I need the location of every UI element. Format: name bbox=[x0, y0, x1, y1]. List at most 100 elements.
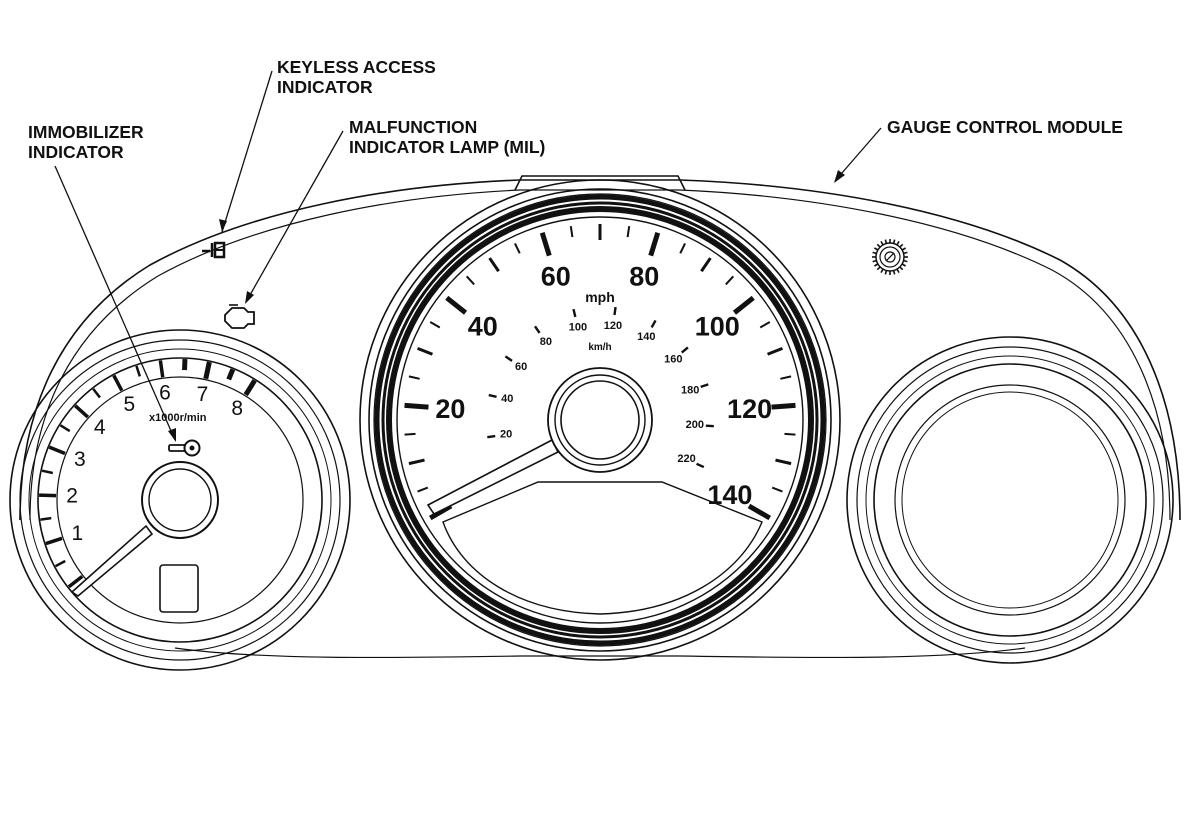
mph-label-60: 60 bbox=[541, 262, 571, 292]
mph-tick bbox=[514, 242, 521, 254]
mph-label-20: 20 bbox=[435, 394, 465, 424]
tach-tick-marks bbox=[39, 358, 257, 589]
mph-tick bbox=[679, 242, 686, 254]
tach-label-5: 5 bbox=[123, 393, 135, 416]
mph-label-140: 140 bbox=[707, 480, 752, 510]
mph-unit-label: mph bbox=[585, 289, 615, 305]
right-gauge bbox=[846, 336, 1174, 664]
callout-keyless-line1: KEYLESS ACCESS bbox=[277, 57, 436, 77]
tach-tick bbox=[59, 424, 71, 433]
mph-tick bbox=[775, 458, 792, 466]
tach-tick bbox=[54, 559, 66, 568]
tach-tick bbox=[112, 374, 124, 392]
speed-display-window bbox=[442, 481, 763, 615]
kmh-label-100: 100 bbox=[569, 322, 587, 334]
kmh-tick bbox=[487, 434, 496, 439]
tach-tick bbox=[74, 404, 90, 419]
mph-tick bbox=[771, 486, 783, 493]
tach-label-7: 7 bbox=[197, 383, 209, 406]
mph-tick bbox=[539, 231, 552, 257]
kmh-label-180: 180 bbox=[681, 384, 699, 396]
kmh-label-120: 120 bbox=[604, 320, 622, 332]
kmh-label-200: 200 bbox=[686, 419, 704, 431]
callout-gauge-control-module: GAUGE CONTROL MODULE bbox=[834, 117, 1123, 183]
kmh-label-60: 60 bbox=[515, 361, 527, 373]
callout-keyless-line2: INDICATOR bbox=[277, 77, 373, 97]
kmh-tick bbox=[700, 383, 709, 388]
mph-tick bbox=[626, 226, 631, 238]
mph-label-120: 120 bbox=[727, 394, 772, 424]
kmh-label-220: 220 bbox=[677, 453, 695, 465]
callout-immobilizer-line2: INDICATOR bbox=[28, 142, 124, 162]
mph-tick bbox=[417, 346, 433, 356]
tach-tick bbox=[40, 516, 52, 521]
tach-label-2: 2 bbox=[66, 485, 78, 508]
tach-tick bbox=[39, 493, 57, 498]
gear-seal-icon bbox=[872, 239, 908, 275]
mph-labels: 20 40 60 80 100 120 140 bbox=[435, 262, 772, 510]
tach-label-8: 8 bbox=[231, 397, 243, 420]
mph-tick-marks bbox=[404, 224, 796, 521]
callout-gauge-module: GAUGE CONTROL MODULE bbox=[887, 117, 1123, 137]
kmh-tick bbox=[488, 393, 497, 399]
mph-label-80: 80 bbox=[629, 262, 659, 292]
kmh-tick bbox=[696, 462, 705, 469]
mph-tick bbox=[784, 432, 796, 436]
tach-tick bbox=[41, 469, 54, 475]
tach-tick bbox=[203, 361, 212, 380]
kmh-label-40: 40 bbox=[501, 393, 513, 405]
mph-tick bbox=[780, 375, 792, 380]
tach-label-1: 1 bbox=[71, 522, 83, 545]
mph-tick bbox=[747, 503, 771, 521]
mph-tick bbox=[725, 275, 735, 286]
mph-tick bbox=[445, 295, 468, 315]
mph-tick bbox=[569, 226, 574, 238]
mph-tick bbox=[771, 402, 796, 410]
mph-label-100: 100 bbox=[695, 311, 740, 341]
callout-mil-line2: INDICATOR LAMP (MIL) bbox=[349, 137, 545, 157]
kmh-label-140: 140 bbox=[637, 331, 655, 343]
tach-tick bbox=[45, 536, 63, 546]
tach-label-3: 3 bbox=[74, 448, 86, 471]
kmh-tick bbox=[534, 325, 541, 334]
kmh-unit-label: km/h bbox=[588, 342, 611, 353]
kmh-tick-marks bbox=[487, 306, 714, 469]
mph-tick bbox=[404, 432, 416, 436]
speedo-needle bbox=[426, 438, 560, 516]
tach-display-window bbox=[159, 564, 199, 613]
mph-tick bbox=[417, 486, 429, 493]
mph-tick bbox=[732, 295, 755, 315]
mph-tick bbox=[759, 321, 771, 329]
immobilizer-key-icon bbox=[168, 439, 201, 457]
mph-tick bbox=[429, 321, 441, 329]
mph-tick bbox=[404, 402, 429, 410]
tach-tick bbox=[226, 368, 236, 381]
kmh-label-80: 80 bbox=[540, 336, 552, 348]
mph-tick bbox=[465, 275, 475, 286]
callout-mil: MALFUNCTION INDICATOR LAMP (MIL) bbox=[245, 117, 545, 304]
kmh-tick bbox=[504, 355, 513, 362]
mph-tick bbox=[700, 257, 712, 273]
mph-tick bbox=[488, 257, 500, 273]
callout-mil-line1: MALFUNCTION bbox=[349, 117, 477, 137]
kmh-tick bbox=[680, 346, 689, 354]
mph-tick bbox=[408, 458, 425, 466]
tach-unit-label: x1000r/min bbox=[149, 412, 207, 424]
tach-tick bbox=[48, 445, 66, 456]
tach-tick bbox=[92, 388, 101, 399]
tach-label-6: 6 bbox=[159, 382, 171, 405]
callout-immobilizer-line1: IMMOBILIZER bbox=[28, 122, 144, 142]
mph-tick bbox=[648, 231, 661, 257]
kmh-tick bbox=[650, 319, 657, 329]
mph-label-40: 40 bbox=[468, 311, 498, 341]
tach-tick bbox=[67, 574, 84, 589]
kmh-label-160: 160 bbox=[664, 354, 682, 366]
callout-keyless-access: KEYLESS ACCESS INDICATOR bbox=[219, 57, 436, 233]
callout-immobilizer: IMMOBILIZER INDICATOR bbox=[28, 122, 176, 442]
engine-check-icon bbox=[224, 304, 255, 329]
tach-tick bbox=[243, 379, 257, 397]
